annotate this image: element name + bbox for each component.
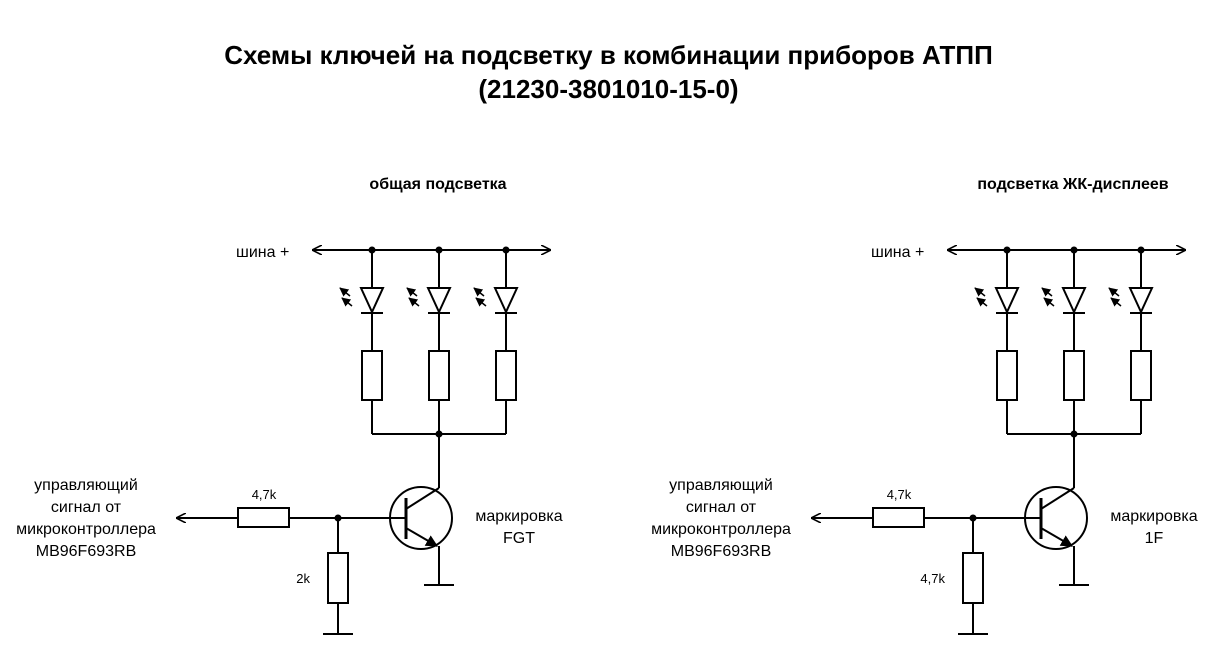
transistor-collector — [405, 487, 440, 510]
control-signal-label: микроконтроллера — [16, 521, 156, 538]
bus-label: шина + — [871, 244, 924, 261]
led-resistor-3 — [1130, 350, 1152, 401]
light-arrow — [1110, 297, 1122, 307]
shunt-resistor — [327, 552, 349, 604]
series-resistor — [872, 507, 925, 528]
shunt-resistor-value: 4,7k — [920, 571, 945, 586]
circuit-lcd-backlight: подсветка ЖК-дисплеев шина + 4,7k 4,7k управ… — [651, 176, 1198, 635]
control-signal-label: сигнал от — [51, 499, 122, 516]
bus-label: шина + — [236, 244, 289, 261]
shunt-resistor-value: 2k — [296, 571, 310, 586]
led-2 — [426, 287, 452, 315]
led-1 — [359, 287, 385, 315]
light-arrow — [475, 297, 487, 307]
led-3 — [493, 287, 519, 315]
light-arrow — [406, 287, 418, 297]
circuit-heading: подсветка ЖК-дисплеев — [977, 176, 1168, 193]
marking-label: маркировка — [1110, 508, 1197, 525]
series-resistor-value: 4,7k — [252, 487, 277, 502]
transistor-emitter — [1040, 527, 1074, 547]
light-arrow — [339, 287, 351, 297]
light-arrow — [1108, 287, 1120, 297]
led-2 — [1061, 287, 1087, 315]
series-resistor-value: 4,7k — [887, 487, 912, 502]
led-3 — [1128, 287, 1154, 315]
control-signal-label: MB96F693RB — [671, 543, 772, 560]
control-signal-label: сигнал от — [686, 499, 757, 516]
marking-label: маркировка — [475, 508, 562, 525]
light-arrow — [1043, 297, 1055, 307]
transistor-collector — [1040, 487, 1075, 510]
control-signal-label: микроконтроллера — [651, 521, 791, 538]
led-resistor-1 — [996, 350, 1018, 401]
led-1 — [994, 287, 1020, 315]
light-arrow — [974, 287, 986, 297]
control-signal-label: MB96F693RB — [36, 543, 137, 560]
led-resistor-3 — [495, 350, 517, 401]
diagram-part-number: (21230-3801010-15-0) — [478, 74, 739, 104]
light-arrow — [341, 297, 353, 307]
led-resistor-2 — [1063, 350, 1085, 401]
transistor-emitter — [405, 527, 439, 547]
led-resistor-2 — [428, 350, 450, 401]
light-arrow — [473, 287, 485, 297]
control-signal-label: управляющий — [669, 477, 773, 494]
circuit-general-backlight: общая подсветка шина + 4,7k 2k управляющий си… — [16, 176, 563, 635]
led-resistor-1 — [361, 350, 383, 401]
diagram-title: Схемы ключей на подсветку в комбинации п… — [224, 40, 993, 70]
light-arrow — [976, 297, 988, 307]
light-arrow — [408, 297, 420, 307]
series-resistor — [237, 507, 290, 528]
marking-code: FGT — [503, 530, 535, 547]
light-arrow — [1041, 287, 1053, 297]
marking-code: 1F — [1145, 530, 1164, 547]
control-signal-label: управляющий — [34, 477, 138, 494]
circuit-heading: общая подсветка — [369, 176, 506, 193]
shunt-resistor — [962, 552, 984, 604]
